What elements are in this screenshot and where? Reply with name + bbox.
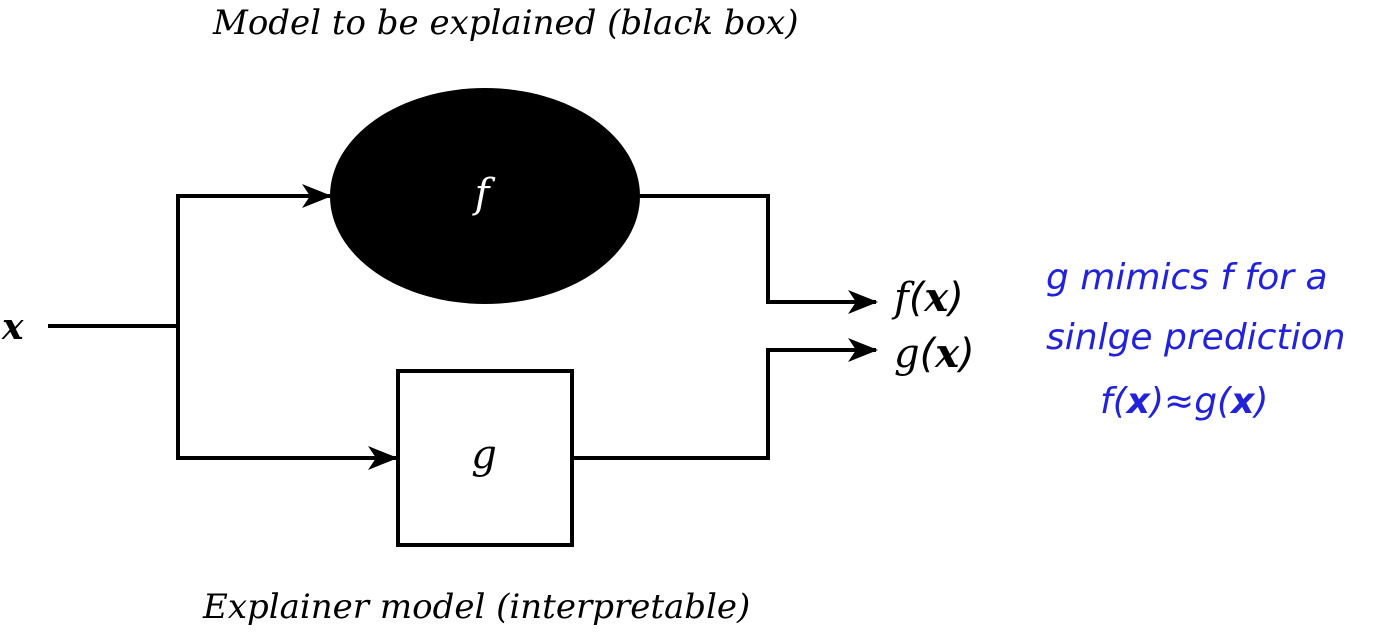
eq-g: g: [1194, 381, 1217, 422]
eq-open-1: (: [1113, 381, 1129, 422]
eq-close-2: ): [1251, 381, 1268, 422]
f-of-x-output: f(x): [891, 274, 964, 321]
g-of-x-close: ): [956, 331, 975, 377]
g-of-x-arg: x: [934, 330, 960, 377]
eq-approx: ≈: [1164, 381, 1194, 422]
eq-x-2: x: [1229, 381, 1256, 422]
g-of-x-open: (: [920, 331, 938, 377]
g-of-x-fn: g: [894, 331, 920, 377]
note-approx-equation: f(x)≈g(x): [1100, 381, 1268, 422]
blackbox-caption: Model to be explained (black box): [212, 3, 798, 43]
eq-open-2: (: [1217, 381, 1233, 422]
f-of-x-close: ): [945, 275, 964, 321]
note-line-2: sinlge prediction: [1046, 317, 1345, 358]
input-x-label: x: [1, 306, 24, 348]
f-of-x-open: (: [909, 275, 927, 321]
blackbox-model-ellipse: [330, 88, 640, 304]
explainer-model-box: [396, 369, 574, 547]
f-of-x-arg: x: [923, 274, 949, 321]
eq-close-1: ): [1147, 381, 1164, 422]
note-line-1: g mimics f for a: [1046, 257, 1328, 298]
eq-x-1: x: [1125, 381, 1152, 422]
g-of-x-output: g(x): [894, 330, 975, 377]
explainer-caption: Explainer model (interpretable): [202, 587, 750, 627]
explainer-model-label: g: [471, 432, 497, 478]
